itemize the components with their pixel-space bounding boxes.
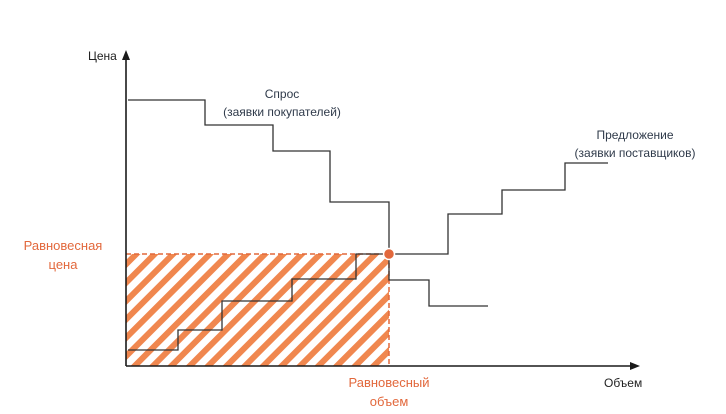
demand-title: Спрос — [265, 87, 300, 101]
equilibrium-point — [382, 247, 396, 261]
demand-subtitle: (заявки покупателей) — [223, 105, 341, 119]
equilibrium-price-label-line2: цена — [49, 257, 79, 272]
equilibrium-price-label-line1: Равновесная — [24, 238, 103, 253]
equilibrium-volume-label-line2: объем — [370, 394, 409, 409]
supply-subtitle: (заявки поставщиков) — [575, 146, 696, 160]
supply-title: Предложение — [596, 128, 673, 142]
supply-curve — [128, 162, 608, 351]
equilibrium-guide-lines — [126, 253, 390, 366]
equilibrium-revenue-area — [126, 254, 389, 366]
y-axis-label: Цена — [88, 49, 117, 63]
demand-curve — [128, 99, 488, 307]
equilibrium-volume-label-line1: Равновесный — [348, 375, 429, 390]
x-axis-arrow — [630, 362, 640, 370]
y-axis-arrow — [122, 50, 130, 60]
x-axis-label: Объем — [604, 376, 642, 390]
